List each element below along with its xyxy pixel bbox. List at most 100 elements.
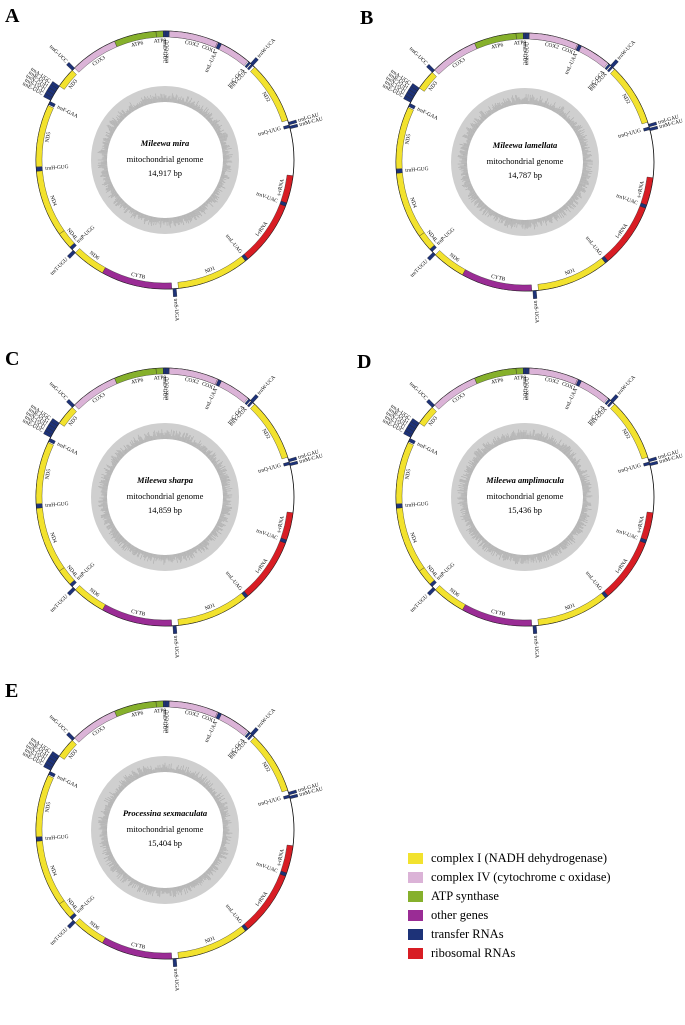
gene-label-atp8: ATP8	[154, 38, 167, 45]
legend-swatch	[408, 948, 423, 959]
gene-labels: COX1trnC-GCAtrnY-GUAtrnW-UCAND2trnI-GAUt…	[21, 37, 323, 321]
gene-trng	[66, 732, 75, 741]
gene-label-nd5: ND5	[404, 133, 412, 145]
gene-trnq	[283, 461, 291, 467]
gene-nd5	[35, 442, 54, 504]
gene-trnm	[649, 125, 659, 132]
gene-nd1	[177, 593, 246, 626]
gene-label-trnh: trnH-GUG	[405, 501, 429, 509]
gene-label-trnd: trnD-GUC	[161, 710, 167, 733]
panel-letter: D	[357, 351, 371, 373]
gene-label-cox2: COX2	[544, 377, 559, 386]
gene-label-trnf: trnF-GAA	[56, 441, 79, 456]
gene-nd2	[610, 68, 648, 125]
gene-trng	[426, 399, 435, 408]
gene-label-atp6: ATP6	[491, 377, 505, 386]
genome-subtitle: mitochondrial genome	[487, 491, 564, 501]
gene-label-trnh: trnH-GUG	[45, 834, 69, 842]
gene-trnq	[643, 461, 651, 467]
gene-nd6	[75, 918, 106, 944]
gene-label-nd2: ND2	[260, 91, 271, 103]
gene-cox3	[434, 43, 478, 75]
legend-label: ribosomal RNAs	[431, 946, 516, 960]
gene-label-trnd: trnD-GUC	[521, 377, 527, 400]
gene-label-atp8: ATP8	[154, 708, 167, 715]
gene-nd3	[419, 407, 437, 427]
gene-label-nd3: ND3	[68, 748, 79, 760]
gene-label-trni: trnI-GAU	[658, 449, 680, 461]
gene-trns2	[532, 290, 538, 299]
gene-label-trns2: trnS-UGA	[532, 300, 540, 323]
gene-label-trnf: trnF-GAA	[416, 441, 439, 456]
gene-label-trnm: trnM-CAU	[299, 786, 324, 798]
gene-trng	[426, 64, 435, 73]
gene-label-nd2: ND2	[620, 428, 631, 440]
gene-trnw	[610, 394, 619, 403]
gene-atp8	[515, 367, 524, 375]
gene-label-nd6: ND6	[88, 250, 100, 261]
gene-label-trng: trnG-UCC	[408, 46, 429, 67]
gene-label-nd2: ND2	[620, 93, 631, 105]
gene-label-nd1: ND1	[204, 935, 216, 945]
genome-size: 15,436 bp	[508, 505, 542, 515]
gene-trnt	[427, 587, 436, 596]
gene-label-trnp: trnP-UGG	[436, 227, 457, 247]
gene-nd5	[395, 107, 414, 169]
gene-atp8	[515, 32, 524, 40]
gc-ring-hole	[468, 105, 582, 219]
species-name: Mileewa amplimacula	[485, 475, 564, 485]
gene-label-cytb: CYTB	[130, 272, 146, 281]
gene-trnk	[165, 700, 170, 708]
gene-label-trni: trnI-GAU	[298, 782, 320, 794]
gene-label-trng: trnG-UCC	[48, 714, 69, 735]
gene-label-atp6: ATP6	[131, 377, 145, 386]
gene-trnl2	[215, 712, 222, 720]
gene-trnd	[163, 700, 167, 708]
gene-label-trnq: trnQ-UUG	[258, 796, 282, 808]
gene-label-trnl2: trnL-UAA	[204, 387, 219, 410]
gene-nd5	[35, 775, 54, 837]
genome-map-panel-d: DCOX1trnC-GCAtrnY-GUAtrnW-UCAND2trnI-GAU…	[357, 351, 684, 658]
gene-label-nd4: ND4	[48, 195, 57, 207]
legend-label: transfer RNAs	[431, 927, 504, 941]
gene-label-trng: trnG-UCC	[408, 381, 429, 402]
gene-trnh	[36, 503, 43, 509]
legend-item-atp-synthase: ATP synthase	[408, 889, 499, 903]
gene-trnw	[250, 727, 259, 736]
gene-label-trnm: trnM-CAU	[659, 118, 684, 130]
gene-trnh	[36, 836, 43, 842]
gene-label-trnq: trnQ-UUG	[618, 463, 642, 475]
gene-trnl2	[575, 379, 582, 387]
gene-trnf	[408, 438, 416, 445]
gene-label-trnp: trnP-UGG	[76, 562, 97, 582]
gene-lrrna	[243, 203, 286, 260]
gene-trnw	[250, 394, 259, 403]
gene-label-trng: trnG-UCC	[48, 44, 69, 65]
gene-label-cytb: CYTB	[490, 609, 506, 618]
gene-nd2	[250, 736, 288, 793]
legend-item-ribosomal-rnas: ribosomal RNAs	[408, 946, 516, 960]
gene-cox2	[529, 32, 578, 50]
gene-atp8	[155, 700, 164, 708]
gene-label-cox1: COX1	[561, 46, 577, 57]
gene-label-trnk: trnK-CUU	[524, 377, 530, 400]
gene-label-trnv: trnV-UAC	[615, 193, 639, 207]
genome-map-panel-b: BCOX1trnC-GCAtrnY-GUAtrnW-UCAND2trnI-GAU…	[360, 7, 684, 323]
gene-trnq	[283, 124, 291, 130]
gene-trns2	[532, 625, 538, 634]
gene-label-trnv: trnV-UAC	[255, 191, 279, 205]
gene-nd5	[395, 442, 414, 504]
gene-label-trnk: trnK-CUU	[164, 40, 170, 63]
gene-label-trnf: trnF-GAA	[416, 106, 439, 121]
gene-label-trnl1: trnL-UAG	[224, 904, 243, 926]
gene-label-trnw: trnW-UCA	[256, 374, 277, 396]
genome-map-panel-a: ACOX1trnC-GCAtrnY-GUAtrnW-UCAND2trnI-GAU…	[5, 5, 324, 321]
gene-trnm	[289, 123, 299, 130]
genome-size: 14,859 bp	[148, 505, 182, 515]
gene-trnf	[48, 771, 56, 778]
gene-trnl2	[215, 42, 222, 50]
gc-ring-hole	[108, 103, 222, 217]
gene-trnw	[250, 57, 259, 66]
panel-letter: E	[5, 680, 18, 702]
